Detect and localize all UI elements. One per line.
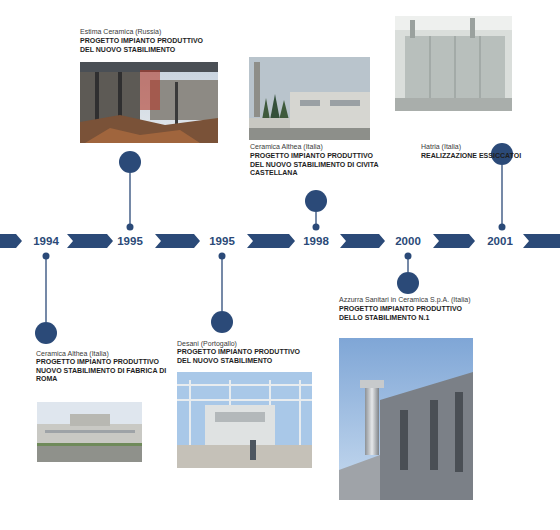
project-title: PROGETTO IMPIANTO PRODUTTIVO DEL NUOVO S…	[177, 348, 315, 365]
project-title: REALIZZAZIONE ESSICCATOI	[421, 152, 556, 161]
photo-civita	[249, 57, 370, 140]
company-name: Desani (Portogallo)	[177, 340, 317, 349]
project-title: PROGETTO IMPIANTO PRODUTTIVO NUOVO STABI…	[36, 358, 174, 384]
photo-fabrica	[37, 402, 142, 462]
company-name: Estima Ceramica (Russia)	[80, 28, 250, 37]
year-label: 2000	[386, 234, 430, 248]
project-title: PROGETTO IMPIANTO PRODUTTIVO DEL NUOVO S…	[250, 152, 388, 178]
year-label: 1998	[294, 234, 338, 248]
company-name: Hatria (Italia)	[421, 143, 551, 152]
company-name: Azzurra Sanitari in Ceramica S.p.A. (Ita…	[339, 296, 529, 305]
project-title: PROGETTO IMPIANTO PRODUTTIVO DEL NUOVO S…	[80, 37, 218, 54]
company-name: Ceramica Althea (Italia)	[250, 143, 400, 152]
photo-estima	[80, 62, 218, 143]
photo-azzurra	[339, 338, 473, 500]
photo-hatria	[395, 16, 512, 111]
year-label: 2001	[478, 234, 522, 248]
photo-desani	[177, 372, 312, 468]
company-name: Ceramica Althea (Italia)	[36, 350, 176, 359]
year-label: 1995	[108, 234, 152, 248]
project-title: PROGETTO IMPIANTO PRODUTTIVO DELLO STABI…	[339, 305, 477, 322]
timeline-markers	[35, 143, 513, 344]
timeline-arrow	[0, 234, 560, 248]
year-label: 1995	[200, 234, 244, 248]
year-label: 1994	[24, 234, 68, 248]
